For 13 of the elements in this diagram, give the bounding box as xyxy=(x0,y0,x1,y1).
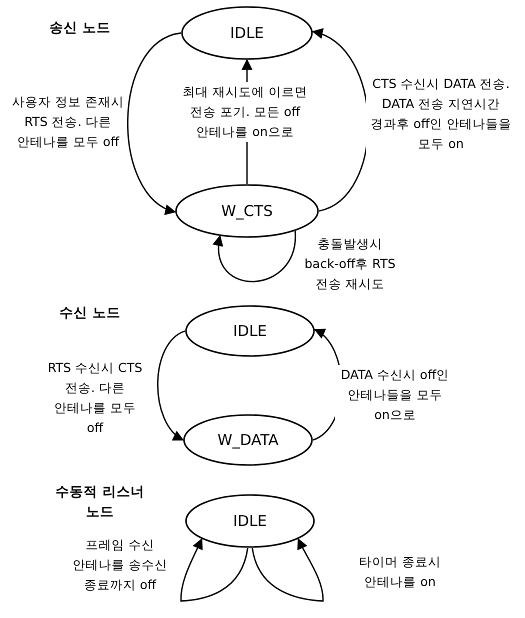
state-ellipse: IDLE xyxy=(185,305,315,357)
state-ellipse: IDLE xyxy=(185,494,315,548)
section-heading: 수동적 리스너 노드 xyxy=(54,483,146,522)
section-heading: 송신 노드 xyxy=(48,19,112,38)
state-ellipse: W_DATA xyxy=(183,414,313,466)
arrow xyxy=(157,330,186,441)
state-ellipse: IDLE xyxy=(181,6,313,60)
loop-arrow xyxy=(180,538,248,602)
arrow xyxy=(127,32,182,214)
loop-arrow xyxy=(214,231,296,282)
loop-arrow xyxy=(252,538,324,602)
section-heading: 수신 노드 xyxy=(58,304,122,323)
state-ellipse: W_CTS xyxy=(175,184,319,238)
